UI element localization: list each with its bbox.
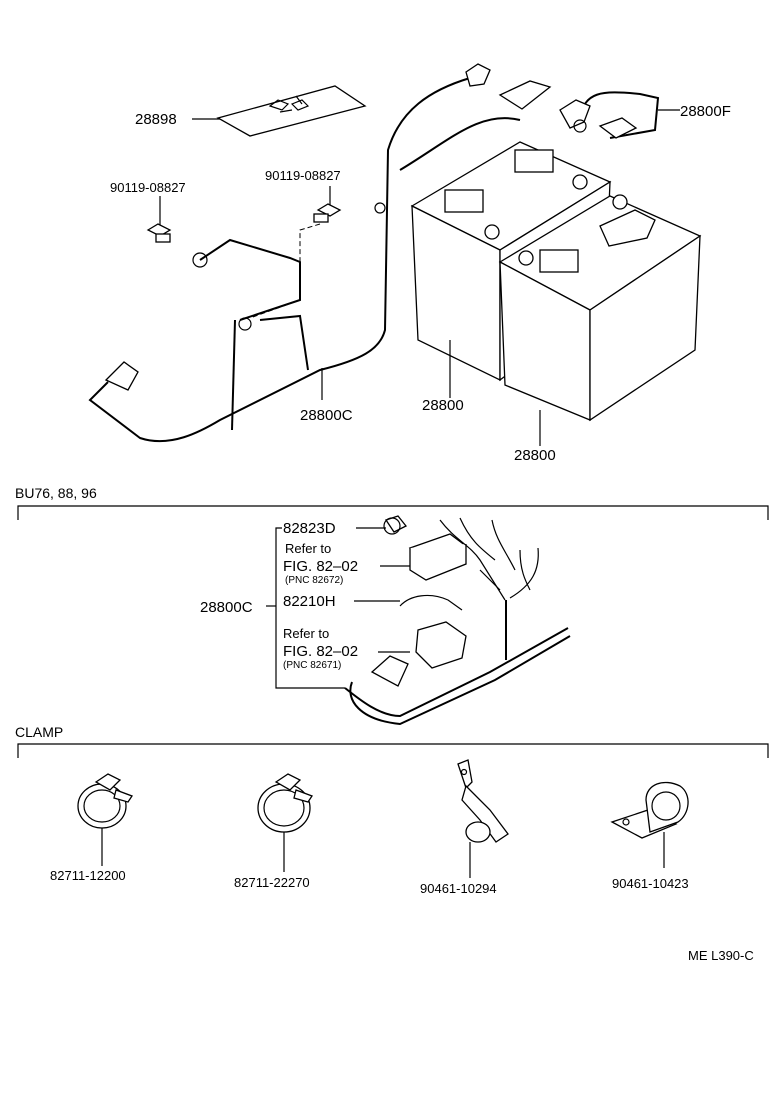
- bolt-90119-a: [146, 196, 172, 243]
- refer1-line2: FIG. 82–02: [283, 558, 358, 575]
- section-title-clamp: CLAMP: [15, 724, 63, 740]
- part-label-28800C-top: 28800C: [300, 407, 353, 424]
- section-bracket-bu: [17, 505, 769, 520]
- clamp-label-3: 90461-10294: [420, 881, 497, 896]
- part-label-82823D: 82823D: [283, 520, 336, 537]
- harness-28800C-top: [88, 63, 552, 443]
- part-label-28898: 28898: [135, 111, 177, 128]
- section-bracket-clamp: [17, 743, 769, 758]
- battery-front: [498, 194, 702, 446]
- refer2-line2: FIG. 82–02: [283, 643, 358, 660]
- refer2-line1: Refer to: [283, 626, 329, 641]
- bolt-90119-b: [249, 186, 342, 319]
- refer1-line1: Refer to: [285, 541, 331, 556]
- part-label-28800C-bu: 28800C: [200, 599, 253, 616]
- part-label-28800F: 28800F: [680, 103, 731, 120]
- part-label-90119-a: 90119-08827: [110, 180, 186, 195]
- refer1-pnc: (PNC 82672): [285, 575, 343, 586]
- figure-code: ME L390-C: [688, 948, 754, 963]
- refer2-pnc: (PNC 82671): [283, 660, 341, 671]
- harness-28800C-bu: [344, 515, 571, 726]
- part-label-28800-a: 28800: [422, 397, 464, 414]
- clamp-4: [610, 781, 689, 868]
- section-title-bu: BU76, 88, 96: [15, 485, 97, 501]
- clamp-label-2: 82711-22270: [234, 875, 310, 890]
- clamp-2: [257, 773, 313, 872]
- part-label-82210H: 82210H: [283, 593, 336, 610]
- clamp-label-4: 90461-10423: [612, 876, 689, 891]
- clamp-3: [457, 759, 509, 878]
- part-label-28800-b: 28800: [514, 447, 556, 464]
- clamp-label-1: 82711-12200: [50, 868, 126, 883]
- cable-28800F: [559, 91, 680, 139]
- part-label-90119-b: 90119-08827: [265, 168, 341, 183]
- clamp-1: [77, 773, 133, 866]
- reference-bracket: [275, 527, 345, 689]
- label-sheet-28898: [192, 85, 367, 137]
